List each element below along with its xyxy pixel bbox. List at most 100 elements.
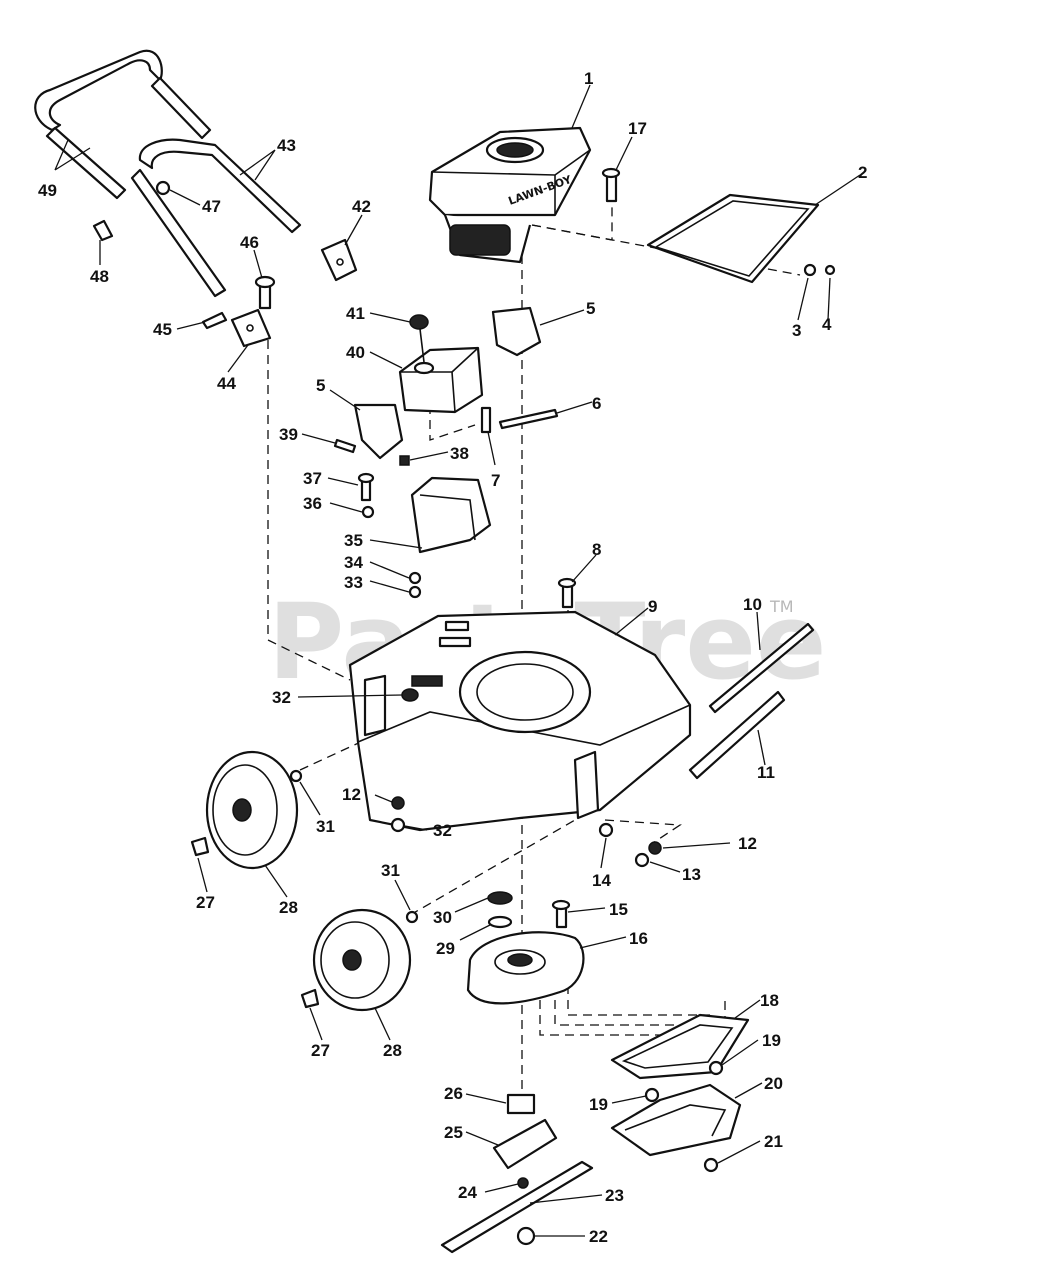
leader-23 [529,1194,603,1204]
leader-19-right [721,1039,759,1066]
callout-18: 18 [760,991,779,1010]
leader-15 [567,907,606,913]
grass-guard-18 [610,1013,750,1080]
leader-12-right [662,842,731,849]
watermark-trademark: TM [769,597,794,616]
leader-7 [487,431,496,466]
motor-mount-hub [507,953,533,967]
callout-labels: 1 2 3 4 5 5 6 7 8 9 10 11 12 12 13 14 15… [38,69,867,1246]
leader-32-deck [297,694,403,698]
leader-21 [717,1140,761,1164]
handle-brackets [230,238,358,348]
front-wheel [300,908,419,1012]
assembly-line-front-wheel [409,819,576,916]
bolt-27-lower [300,988,320,1009]
bracket-hole [246,324,254,332]
leader-38 [409,451,449,461]
handle-bracket-42 [320,238,358,282]
leader-42 [344,214,363,246]
lower-handle-left [130,168,227,298]
callout-24: 24 [458,1183,477,1202]
leader-11 [757,729,766,766]
blade-stiffener-25 [492,1118,558,1170]
screw-4 [824,264,836,276]
callout-39: 39 [279,425,298,444]
callout-25: 25 [444,1123,463,1142]
callout-30: 30 [433,908,452,927]
leader-30 [454,897,489,913]
leader-24 [484,1183,519,1193]
callout-13: 13 [682,865,701,884]
callout-37: 37 [303,469,322,488]
callout-7: 7 [491,471,500,490]
leader-8 [571,554,597,583]
wheel-28-lower-rim [320,921,390,999]
assembly-line-handle-bracket [267,340,351,681]
wheel-28-upper-hub [232,798,252,822]
callout-3: 3 [792,321,801,340]
screw-37-head [357,472,375,484]
nut-21 [703,1157,719,1173]
callout-35: 35 [344,531,363,550]
leader-40 [369,351,403,369]
leader-31-upper [299,781,321,816]
leader-43 [239,149,276,181]
callout-44: 44 [217,374,236,393]
upper-handle [34,49,163,132]
leader-27-lower [309,1007,323,1041]
leader-5-upper [539,309,585,326]
leader-41 [369,312,411,323]
fuel-tank-top-edge [451,347,479,373]
callout-27-lower: 27 [311,1041,330,1060]
callout-23: 23 [605,1186,624,1205]
nut-19-left [644,1087,660,1103]
mower-deck [348,610,692,832]
callout-46: 46 [240,233,259,252]
callout-47: 47 [202,197,221,216]
engine: LAWN-BOY [428,126,592,264]
fuel-tank-40 [398,346,484,414]
callout-42: 42 [352,197,371,216]
callout-19-right: 19 [762,1031,781,1050]
callout-1: 1 [584,69,593,88]
callout-28-upper: 28 [279,898,298,917]
callout-17: 17 [628,119,647,138]
handle-bracket-44 [230,308,272,348]
nut-19-right [708,1060,724,1076]
fuel-cap-tether [419,328,425,363]
leader-32-nut [404,825,428,831]
grass-guard-18-inner [621,1024,734,1069]
wheel-28-lower-hub [342,949,362,971]
wheel-28-lower-tire [312,908,412,1012]
bolt-8-head [557,577,577,589]
leader-17 [615,136,633,171]
callout-33: 33 [344,573,363,592]
callout-32-deck: 32 [272,688,291,707]
bolt-48 [92,219,114,242]
axle-11 [688,690,786,780]
callout-31-upper: 31 [316,817,335,836]
blade-assembly [440,1093,594,1254]
fuel-cap-41 [409,314,429,330]
leader-6 [556,401,593,414]
washer-36 [361,505,375,519]
deck-knob-32 [401,688,419,702]
leader-19-left [611,1095,647,1104]
nut-32 [390,817,406,833]
callout-28-lower: 28 [383,1041,402,1060]
callout-15: 15 [609,900,628,919]
leader-14 [600,837,607,869]
leader-25 [465,1131,499,1146]
leader-28-upper [264,864,288,898]
callout-10: 10 [743,595,762,614]
callout-31-lower: 31 [381,861,400,880]
leader-31-lower [394,879,411,911]
callout-36: 36 [303,494,322,513]
leader-4 [827,277,831,321]
upper-handle-right-tube [150,76,212,140]
bolt-46-head [254,275,276,289]
leader-37 [327,477,359,486]
motor-mount-plate [466,931,585,1005]
leader-47 [169,189,201,206]
gasket-2 [646,193,820,284]
